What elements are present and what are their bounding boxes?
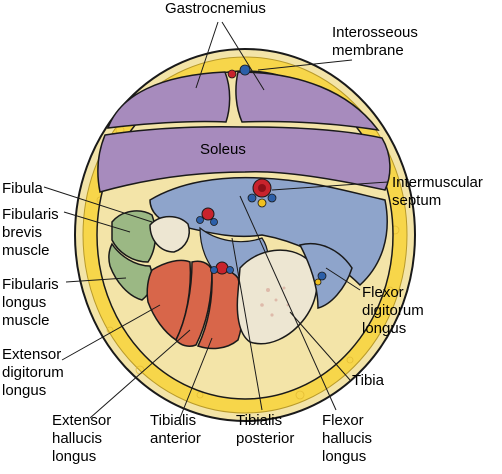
- label-extensor-hallucis-longus: Extensor hallucis longus: [52, 412, 112, 465]
- label-tibia: Tibia: [352, 372, 384, 389]
- label-soleus: Soleus: [200, 141, 246, 158]
- label-fibularis-brevis: Fibularis brevis muscle: [2, 206, 59, 259]
- gastrocnemius-medial-head: [235, 71, 380, 132]
- posterior-tibial-bundle: [247, 178, 277, 208]
- gastrocnemius-lateral-head: [106, 71, 231, 129]
- fibularis-longus-muscle: [108, 242, 154, 301]
- label-fibularis-longus: Fibularis longus muscle: [2, 276, 59, 329]
- tibia-cancellous-texture: [260, 286, 290, 317]
- soleus-muscle: [97, 126, 391, 193]
- label-tibialis-posterior: Tibialis posterior: [236, 412, 295, 447]
- sural-vessel-blue: [239, 64, 251, 76]
- label-tibialis-anterior: Tibialis anterior: [150, 412, 201, 447]
- fibularis-brevis-muscle: [111, 210, 157, 263]
- fibula-bone: [149, 215, 190, 253]
- label-intermuscular-septum: Intermuscular septum: [392, 174, 483, 209]
- label-gastrocnemius: Gastrocnemius: [165, 0, 266, 17]
- anterior-tibial-bundle: [210, 261, 234, 275]
- label-flexor-hallucis-longus: Flexor hallucis longus: [322, 412, 373, 465]
- label-fibula: Fibula: [2, 180, 43, 197]
- fibular-bundle: [196, 207, 218, 226]
- label-extensor-digitorum-longus: Extensor digitorum longus: [2, 346, 64, 399]
- leader-lines: [43, 21, 389, 419]
- label-flexor-digitorum-longus: Flexor digitorum longus: [362, 284, 424, 337]
- label-interosseous-membrane: Interosseous membrane: [332, 24, 418, 59]
- extensor-hallucis-longus-muscle: [175, 260, 213, 347]
- sural-vessel-red: [227, 69, 237, 79]
- saphenous-bundle: [314, 271, 327, 286]
